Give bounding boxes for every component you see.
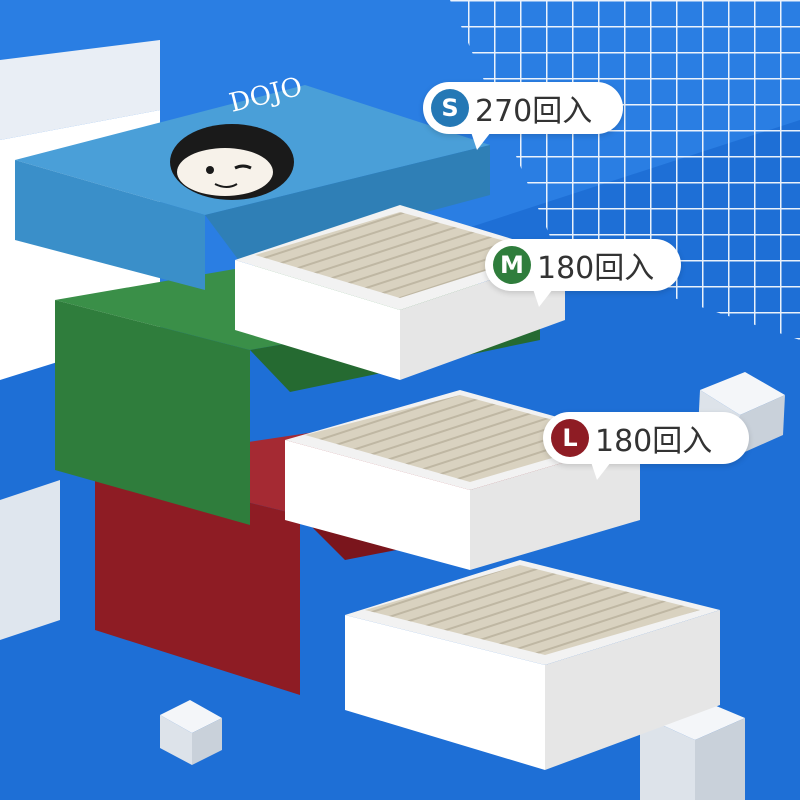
size-badge-small: S: [431, 89, 469, 127]
count-label: 180回入: [595, 424, 713, 459]
cartoon-boy-icon: [170, 124, 294, 200]
pedestal-top-left: [0, 40, 160, 140]
size-letter: M: [500, 251, 524, 279]
size-letter: S: [441, 94, 459, 122]
callout-medium: M 180回入: [485, 239, 681, 307]
callout-large: L 180回入: [543, 412, 749, 480]
size-badge-large: L: [551, 419, 589, 457]
pedestal-bottom-left: [0, 480, 60, 640]
count-label: 270回入: [475, 94, 593, 129]
callout-small: S 270回入: [423, 82, 623, 150]
cube-bottom-left: [160, 700, 222, 765]
size-letter: L: [562, 424, 578, 452]
size-badge-medium: M: [493, 246, 531, 284]
count-label: 180回入: [537, 251, 655, 286]
